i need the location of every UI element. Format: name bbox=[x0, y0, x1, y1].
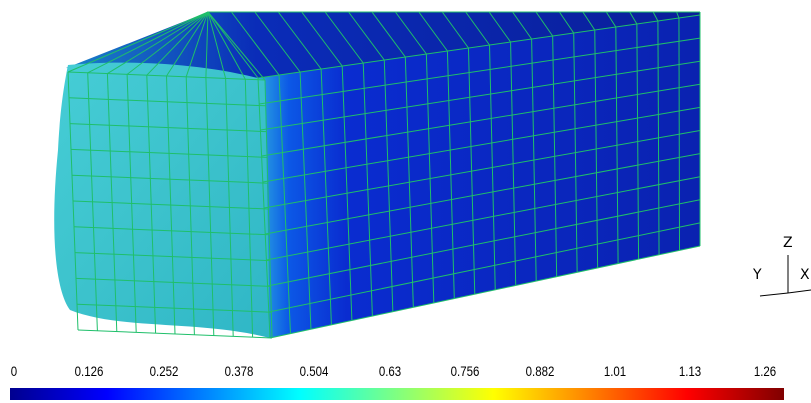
side-grid-row bbox=[269, 245, 701, 339]
top-grid-col bbox=[488, 11, 511, 43]
top-grid-col bbox=[395, 11, 427, 55]
colorbar-tick-label: 1.13 bbox=[678, 363, 702, 379]
side-grid-row bbox=[268, 222, 701, 313]
front-grid-col bbox=[185, 76, 195, 335]
side-face bbox=[258, 15, 700, 338]
side-grid-col bbox=[467, 47, 476, 295]
top-grid-col bbox=[277, 11, 322, 70]
colorbar-tick-label: 0 bbox=[10, 363, 18, 379]
side-grid-col bbox=[404, 56, 414, 308]
colorbar-tick-label: 0.63 bbox=[378, 363, 401, 379]
top-grid-col bbox=[301, 11, 343, 67]
front-grid-col bbox=[106, 73, 118, 332]
side-grid-col bbox=[678, 17, 681, 251]
side-grid-row bbox=[260, 60, 701, 131]
x-axis-label: X bbox=[800, 267, 810, 283]
side-grid-row bbox=[265, 153, 701, 235]
side-grid-col bbox=[320, 68, 332, 325]
colorbar-tick-label: 1.01 bbox=[603, 363, 626, 379]
front-grid-col bbox=[205, 77, 215, 336]
colorbar-tick-label: 0.378 bbox=[224, 363, 254, 379]
front-grid-col bbox=[87, 72, 98, 331]
top-face bbox=[66, 12, 700, 80]
colorbar bbox=[10, 388, 784, 400]
side-grid-col bbox=[362, 62, 373, 317]
top-grid-col bbox=[652, 11, 659, 22]
side-grid-col bbox=[615, 26, 619, 264]
top-grid-depth bbox=[185, 11, 209, 77]
colorbar-tick-label: 0.504 bbox=[300, 363, 329, 379]
top-grid-depth bbox=[67, 11, 209, 73]
side-grid-col bbox=[489, 44, 496, 290]
side-grid-row bbox=[266, 176, 701, 261]
front-face bbox=[54, 62, 270, 338]
side-grid-row bbox=[259, 37, 701, 105]
top-grid-col bbox=[348, 11, 385, 61]
top-grid-col bbox=[676, 11, 680, 19]
top-grid-col bbox=[441, 11, 469, 49]
y-axis-label: Y bbox=[753, 267, 762, 283]
top-grid-depth bbox=[207, 11, 246, 80]
colorbar-tick-label: 0.882 bbox=[525, 363, 555, 379]
top-grid-depth bbox=[205, 11, 209, 78]
top-grid-col bbox=[418, 11, 448, 52]
side-grid-col bbox=[531, 38, 537, 282]
top-grid-depth bbox=[207, 11, 266, 81]
side-grid-col bbox=[594, 29, 599, 268]
top-grid-col bbox=[254, 11, 301, 73]
top-grid-depth bbox=[146, 11, 209, 76]
side-grid-row bbox=[261, 83, 701, 157]
top-grid-depth bbox=[166, 11, 209, 77]
side-grid-col bbox=[657, 20, 660, 255]
side-grid-row bbox=[263, 130, 701, 209]
top-grid-col bbox=[231, 11, 280, 76]
side-grid-col bbox=[552, 35, 558, 277]
top-grid-depth bbox=[207, 11, 227, 79]
z-axis-label: Z bbox=[783, 235, 793, 251]
side-grid-row bbox=[267, 199, 701, 287]
top-grid-depth bbox=[107, 11, 209, 75]
top-grid-depth bbox=[126, 11, 209, 75]
front-grid-col bbox=[264, 79, 273, 339]
side-grid-col bbox=[425, 53, 435, 303]
side-grid-col bbox=[446, 50, 455, 299]
colorbar-tick-label: 1.26 bbox=[753, 363, 777, 379]
top-grid-col bbox=[535, 11, 554, 37]
top-grid-col bbox=[207, 11, 259, 79]
side-grid-col bbox=[573, 32, 578, 273]
mesh-wireframe bbox=[67, 11, 701, 339]
front-grid-col bbox=[67, 71, 79, 331]
front-grid-col bbox=[244, 79, 254, 338]
top-grid-col bbox=[605, 11, 617, 28]
side-grid-col bbox=[383, 59, 394, 312]
side-grid-col bbox=[510, 41, 517, 286]
side-grid-col bbox=[299, 71, 312, 330]
side-grid-row bbox=[257, 14, 701, 79]
front-grid-col bbox=[166, 75, 176, 335]
top-grid-col bbox=[371, 11, 406, 58]
colorbar-tick-label: 0.252 bbox=[149, 363, 179, 379]
colorbar-tick-label: 0.126 bbox=[74, 363, 104, 379]
side-grid-row bbox=[262, 106, 701, 183]
top-grid-col bbox=[582, 11, 596, 31]
top-grid-col bbox=[465, 11, 490, 46]
side-grid-col bbox=[257, 77, 271, 339]
front-grid-col bbox=[225, 78, 234, 337]
top-grid-col bbox=[512, 11, 533, 40]
colorbar-tick-label: 0.756 bbox=[450, 363, 479, 379]
top-grid-depth bbox=[87, 11, 209, 74]
top-grid-col bbox=[559, 11, 575, 34]
side-grid-col bbox=[278, 74, 291, 334]
top-grid-col bbox=[324, 11, 364, 64]
front-grid-col bbox=[146, 75, 157, 334]
side-grid-col bbox=[636, 23, 640, 260]
side-grid-col bbox=[341, 65, 353, 321]
top-grid-col bbox=[629, 11, 638, 25]
axes-triad bbox=[759, 255, 811, 297]
front-grid-col bbox=[126, 74, 137, 333]
